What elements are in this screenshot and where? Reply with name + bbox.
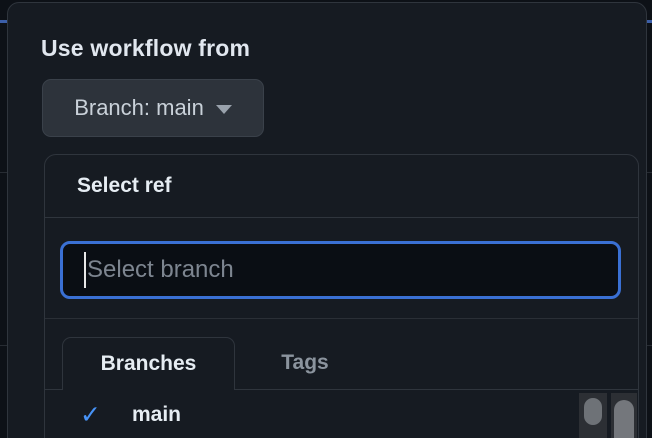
panel-scrollbar-thumb[interactable] (614, 400, 634, 438)
branch-list-item-main[interactable]: ✓ main (45, 390, 638, 438)
tab-tags-label: Tags (281, 350, 329, 374)
branch-name: main (132, 403, 182, 426)
select-branch-input[interactable] (60, 241, 621, 299)
select-ref-header: Select ref (45, 155, 638, 218)
branch-selector-button[interactable]: Branch: main (42, 79, 264, 137)
select-ref-title: Select ref (77, 174, 172, 197)
tab-branches[interactable]: Branches (62, 337, 235, 390)
ref-search-wrapper (60, 241, 621, 299)
list-scrollbar-track[interactable] (579, 393, 607, 438)
use-workflow-from-heading: Use workflow from (41, 35, 251, 61)
select-ref-panel: Select ref Branches Tags ✓ main (44, 154, 639, 438)
tab-tags[interactable]: Tags (235, 336, 375, 389)
tab-branches-label: Branches (100, 352, 197, 375)
caret-down-icon (215, 105, 232, 114)
text-cursor-caret (84, 252, 86, 288)
run-workflow-popover: Use workflow from Branch: main Select re… (7, 2, 647, 438)
ref-filter-section (45, 218, 638, 319)
panel-scrollbar-track[interactable] (611, 393, 637, 438)
list-scrollbar-thumb[interactable] (584, 398, 602, 425)
branch-selector-label: Branch: main (74, 95, 204, 120)
branch-list: ✓ main (45, 390, 638, 438)
ref-tab-bar: Branches Tags (45, 319, 638, 390)
check-icon: ✓ (80, 400, 101, 429)
